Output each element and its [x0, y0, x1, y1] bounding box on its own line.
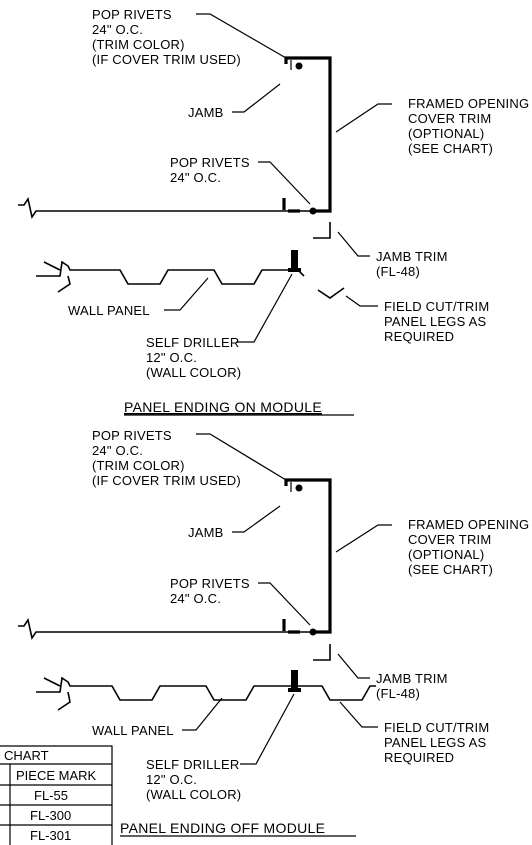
field-cut-leg: [317, 287, 345, 299]
title-on-module: PANEL ENDING ON MODULE: [124, 399, 322, 415]
label-jamb: JAMB: [188, 105, 223, 120]
self-driller-screw: [291, 250, 298, 272]
chart-row-3: FL-301: [30, 828, 71, 843]
pop-rivet-bottom-2: [309, 628, 317, 636]
leader-field-cut: [345, 295, 378, 307]
leader-self-driller: [236, 273, 293, 343]
title-off-module: PANEL ENDING OFF MODULE: [120, 820, 325, 836]
jamb-trim-shape-2: [313, 644, 331, 661]
cover-trim: [284, 56, 332, 213]
leader-pop-rivets-1: [196, 13, 287, 59]
chart-title: CHART: [4, 748, 49, 763]
label-field-cut-b: FIELD CUT/TRIM PANEL LEGS AS REQUIRED: [384, 720, 493, 765]
leader-jamb: [232, 83, 281, 113]
chart-grid: [0, 745, 113, 845]
top-detail: POP RIVETS 24" O.C. (TRIM COLOR) (IF COV…: [18, 7, 532, 416]
label-pop-rivets-2-b: POP RIVETS 24" O.C.: [170, 576, 254, 606]
label-wall-panel-b: WALL PANEL: [92, 723, 174, 738]
pop-rivet-top: [295, 62, 303, 70]
leader-jamb-trim: [337, 231, 370, 257]
label-framed-opening-b: FRAMED OPENING COVER TRIM (OPTIONAL) (SE…: [408, 517, 532, 577]
label-jamb-trim-b: JAMB TRIM (FL-48): [376, 671, 451, 701]
bottom-detail: POP RIVETS 24" O.C. (TRIM COLOR) (IF COV…: [18, 428, 532, 837]
label-pop-rivets-2: POP RIVETS 24" O.C.: [170, 155, 254, 185]
label-self-driller: SELF DRILLER 12" O.C. (WALL COLOR): [146, 335, 243, 380]
pop-rivet-bottom: [309, 207, 317, 215]
leader-framed-opening: [335, 103, 392, 133]
panel-break: [43, 261, 71, 293]
label-framed-opening: FRAMED OPENING COVER TRIM (OPTIONAL) (SE…: [408, 96, 532, 156]
wall-panel-profile: [36, 260, 305, 285]
chart-header: PIECE MARK: [16, 768, 97, 783]
cover-trim-2: [284, 478, 332, 634]
label-jamb-trim: JAMB TRIM (FL-48): [376, 249, 451, 279]
wall-line-2: [18, 617, 312, 641]
pop-rivet-top-2: [295, 484, 303, 492]
wall-panel-profile-2: [36, 676, 376, 701]
label-wall-panel: WALL PANEL: [68, 303, 150, 318]
piece-mark-chart: CHART PIECE MARK FL-55 FL-300 FL-301: [0, 745, 113, 845]
label-pop-rivets-1: POP RIVETS 24" O.C. (TRIM COLOR) (IF COV…: [92, 7, 241, 67]
leader-pop-rivets-2: [258, 161, 311, 205]
chart-row-1: FL-55: [34, 788, 68, 803]
label-pop-rivets-1-b: POP RIVETS 24" O.C. (TRIM COLOR) (IF COV…: [92, 428, 241, 488]
leader-wall-panel: [164, 277, 209, 311]
jamb-bottom: [282, 198, 300, 213]
label-self-driller-b: SELF DRILLER 12" O.C. (WALL COLOR): [146, 757, 243, 802]
self-driller-screw-2: [291, 670, 298, 692]
wall-line: [18, 196, 312, 220]
label-jamb-b: JAMB: [188, 525, 223, 540]
label-field-cut: FIELD CUT/TRIM PANEL LEGS AS REQUIRED: [384, 299, 493, 344]
jamb-trim-shape: [313, 222, 331, 239]
chart-row-2: FL-300: [30, 808, 71, 823]
